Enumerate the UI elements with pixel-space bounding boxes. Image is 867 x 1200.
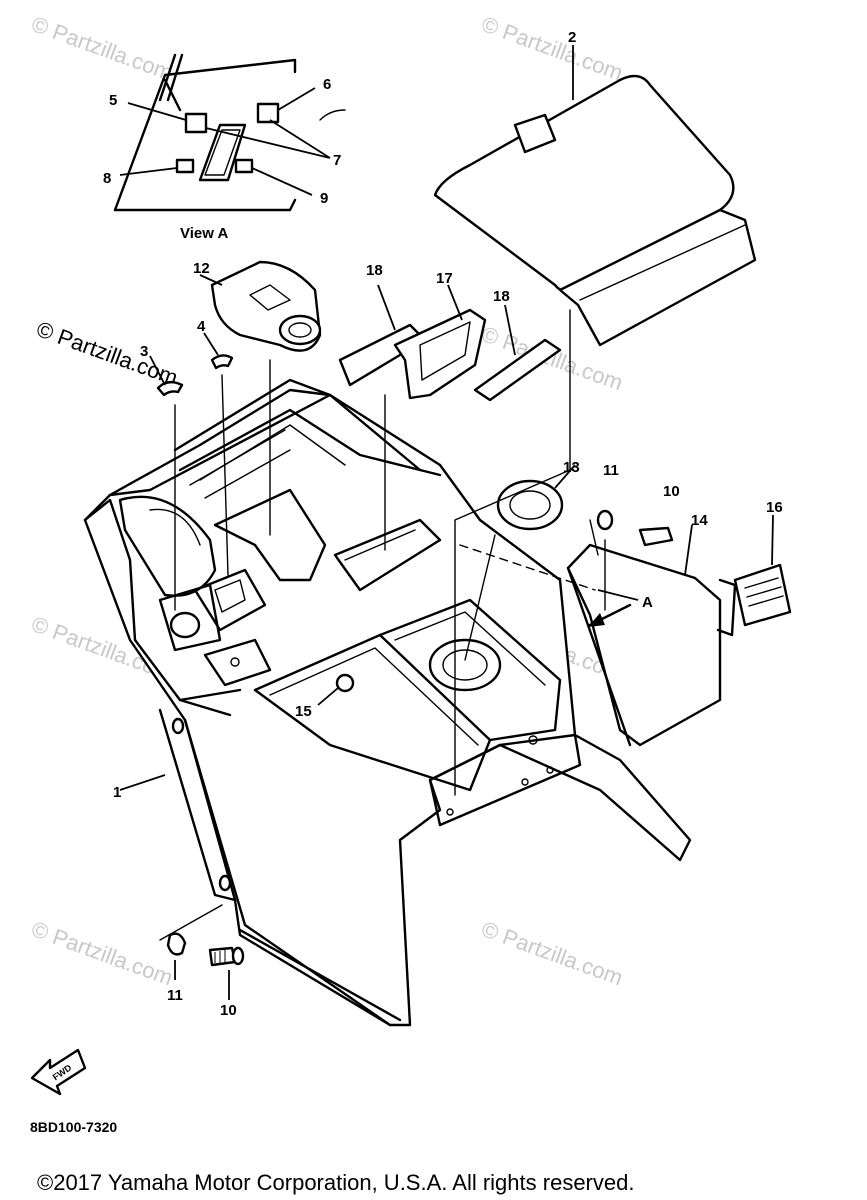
callout-11-lower: 11 <box>167 987 183 1004</box>
callout-2: 2 <box>568 29 576 46</box>
callout-17: 17 <box>436 270 453 287</box>
callout-11-upper: 11 <box>603 462 619 479</box>
callout-10-upper: 10 <box>663 483 680 500</box>
callout-18a: 18 <box>366 262 383 279</box>
copyright-notice: ©2017 Yamaha Motor Corporation, U.S.A. A… <box>37 1170 634 1195</box>
part-1-body <box>83 378 692 1027</box>
callout-9: 9 <box>320 190 328 207</box>
callout-18b: 18 <box>493 288 510 305</box>
callout-1: 1 <box>113 784 121 801</box>
callout-14: 14 <box>691 512 708 529</box>
watermark-dark: © Partzilla.com <box>33 316 181 390</box>
guide-lines <box>159 309 606 941</box>
callout-15: 15 <box>295 703 312 720</box>
part-9-pad <box>234 158 254 174</box>
callout-8: 8 <box>103 170 111 187</box>
callout-3: 3 <box>140 343 148 360</box>
callout-10-lower: 10 <box>220 1002 237 1019</box>
diagram-code: 8BD100-7320 <box>30 1119 117 1135</box>
part-15-plug <box>317 673 355 706</box>
parts-3-4 <box>149 332 234 397</box>
part-2-lid <box>433 45 757 347</box>
arrow-a-label: A <box>642 594 653 611</box>
part-5-pad <box>184 112 208 134</box>
view-a-arrow: A <box>588 594 653 627</box>
part-8-pad <box>175 158 195 174</box>
view-a-label: View A <box>180 225 229 242</box>
callout-4: 4 <box>197 318 206 335</box>
callout-13: 13 <box>563 459 580 476</box>
watermark-1: © Partzilla.com <box>28 11 176 85</box>
bottom-fasteners <box>166 932 245 1000</box>
callout-numbers: 2 5 6 7 8 9 12 18 17 18 4 3 13 11 10 14 … <box>103 29 783 1019</box>
callout-16: 16 <box>766 499 783 516</box>
view-a-inset: View A <box>113 53 346 242</box>
callout-5: 5 <box>109 92 117 109</box>
parts-17-18 <box>338 284 562 402</box>
part-13-grommet <box>496 464 576 531</box>
part-6-pad <box>256 102 280 124</box>
fwd-arrow: FWD <box>30 1048 87 1096</box>
watermark-6: © Partzilla.com <box>28 916 176 990</box>
part-12-cover <box>199 260 322 352</box>
callout-6: 6 <box>323 76 331 93</box>
watermark-2: © Partzilla.com <box>478 11 626 85</box>
watermark-7: © Partzilla.com <box>478 916 626 990</box>
callout-12: 12 <box>193 260 210 277</box>
part-14-panel <box>566 509 792 747</box>
callout-7: 7 <box>333 152 341 169</box>
